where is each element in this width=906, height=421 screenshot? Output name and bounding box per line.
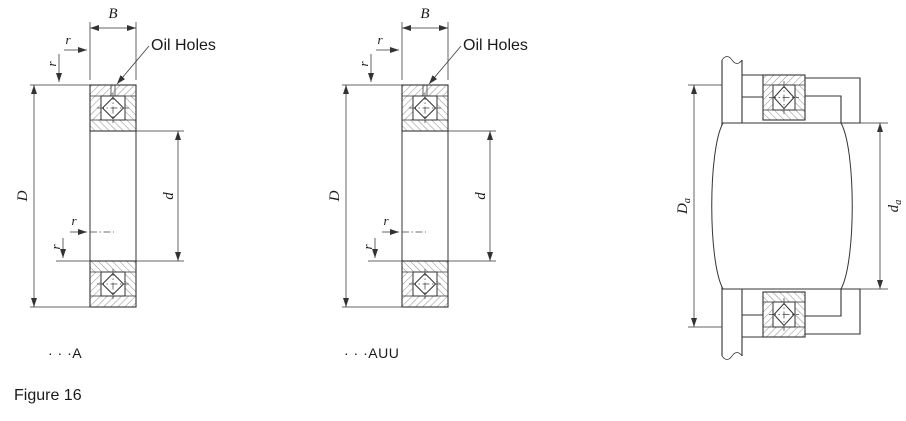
mounting-example-diagram: Da da	[675, 56, 904, 360]
mounted-bearing-top	[762, 74, 806, 121]
designation-type-auu: · · ·AUU	[344, 345, 399, 361]
dimension-Da: Da	[675, 84, 722, 328]
bearing-diagram-type-a	[15, 6, 216, 307]
clamp-flange-top	[805, 77, 861, 124]
label-da: da	[886, 200, 904, 213]
designation-type-a: · · ·A	[48, 345, 82, 361]
break-line-bottom	[721, 352, 743, 360]
dimension-da: da	[858, 122, 904, 290]
bearing-diagram-type-auu	[327, 6, 528, 307]
label-Da: Da	[675, 198, 693, 215]
break-line-top	[721, 56, 743, 64]
clamp-flange-bottom	[805, 288, 861, 335]
mounted-bearing-bottom	[762, 291, 806, 338]
shaft	[711, 122, 853, 290]
figure-caption: Figure 16	[14, 387, 82, 404]
